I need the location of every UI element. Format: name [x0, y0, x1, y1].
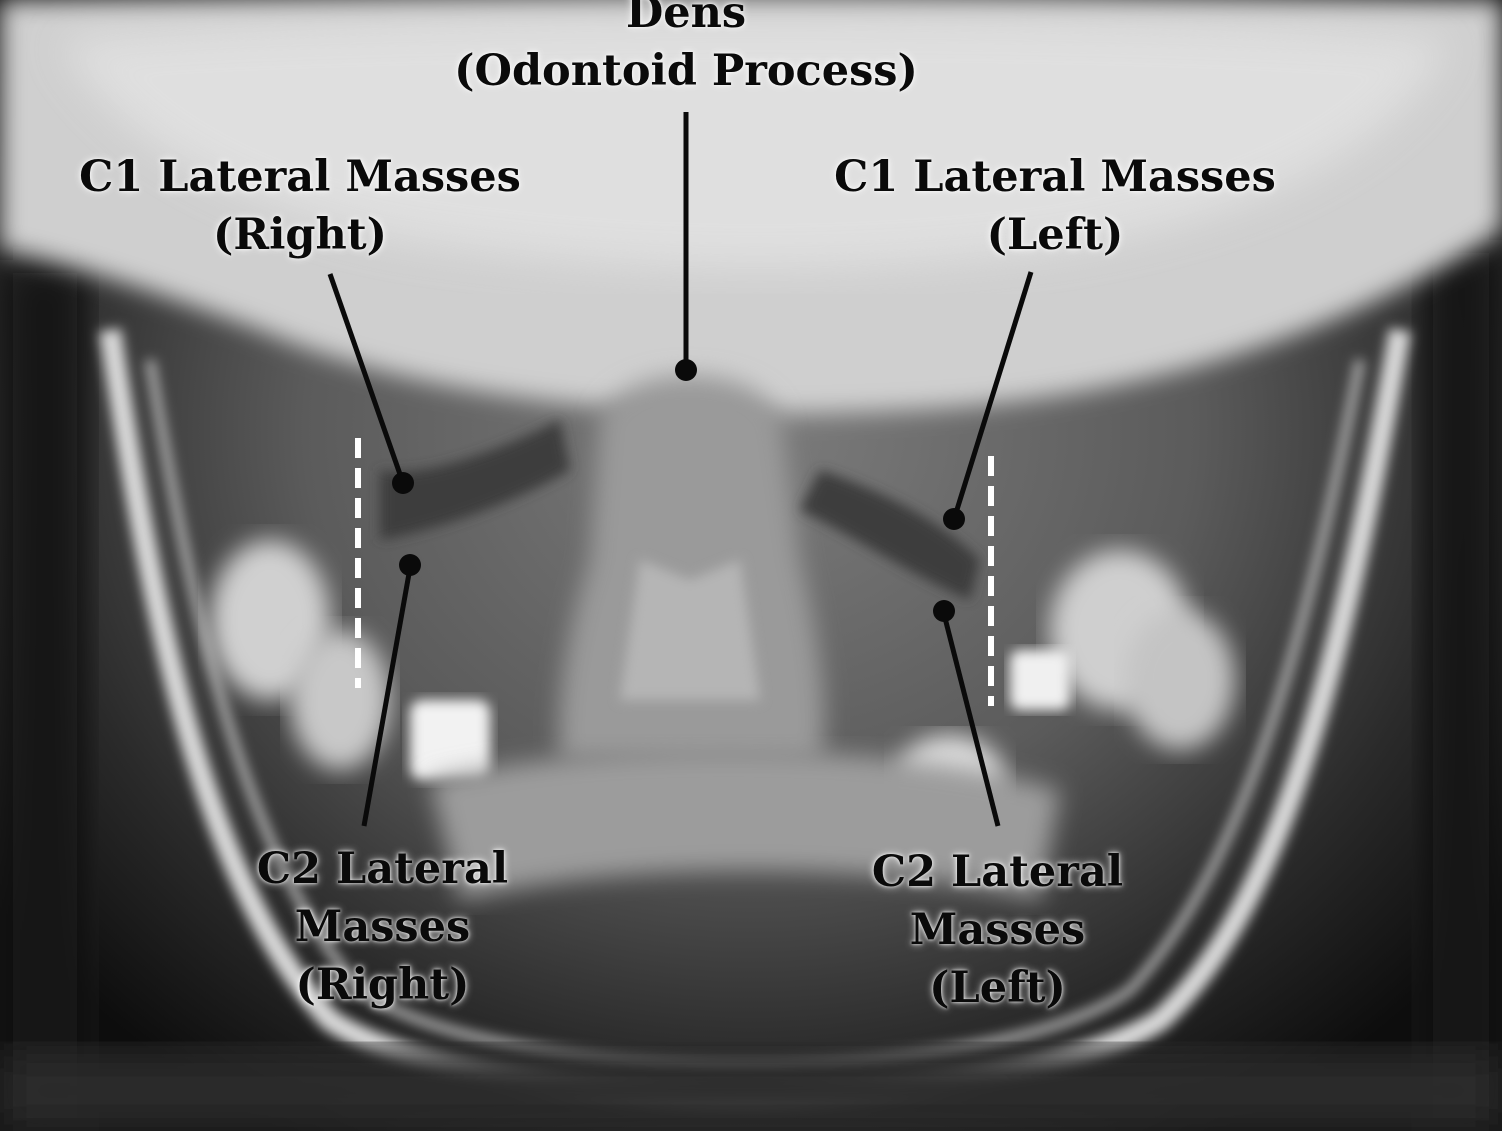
label-c2-left-line3: (Left): [929, 963, 1066, 1013]
pointer-dot-c2-left: [933, 600, 955, 622]
label-c2-left-line1: C2 Lateral: [871, 847, 1124, 897]
label-c2-left: C2 Lateral Masses (Left): [845, 843, 1150, 1017]
label-c2-right-line2: Masses: [294, 902, 471, 952]
label-dens: Dens (Odontoid Process): [436, 0, 936, 100]
label-c1-right: C1 Lateral Masses (Right): [60, 148, 540, 264]
label-c1-left-line1: C1 Lateral Masses: [834, 152, 1276, 202]
pointer-dot-c2-right: [399, 554, 421, 576]
label-dens-line2: (Odontoid Process): [454, 46, 918, 96]
pointer-line-c2-right: [361, 567, 413, 827]
label-c2-left-line2: Masses: [909, 905, 1086, 955]
label-c2-right: C2 Lateral Masses (Right): [230, 840, 535, 1014]
pointer-line-c1-left: [952, 271, 1034, 517]
pointer-line-c1-right: [327, 273, 405, 481]
pointer-dot-c1-right: [392, 472, 414, 494]
label-c1-left-line2: (Left): [986, 210, 1124, 260]
label-dens-line1: Dens: [625, 0, 747, 38]
pointer-line-c2-left: [941, 613, 1001, 827]
pointer-dot-c1-left: [943, 508, 965, 530]
label-c1-right-line2: (Right): [213, 210, 387, 260]
pointer-dot-dens: [675, 359, 697, 381]
label-c2-right-line1: C2 Lateral: [256, 844, 509, 894]
label-c1-left: C1 Lateral Masses (Left): [815, 148, 1295, 264]
label-c2-right-line3: (Right): [295, 960, 470, 1010]
label-c1-right-line1: C1 Lateral Masses: [79, 152, 521, 202]
